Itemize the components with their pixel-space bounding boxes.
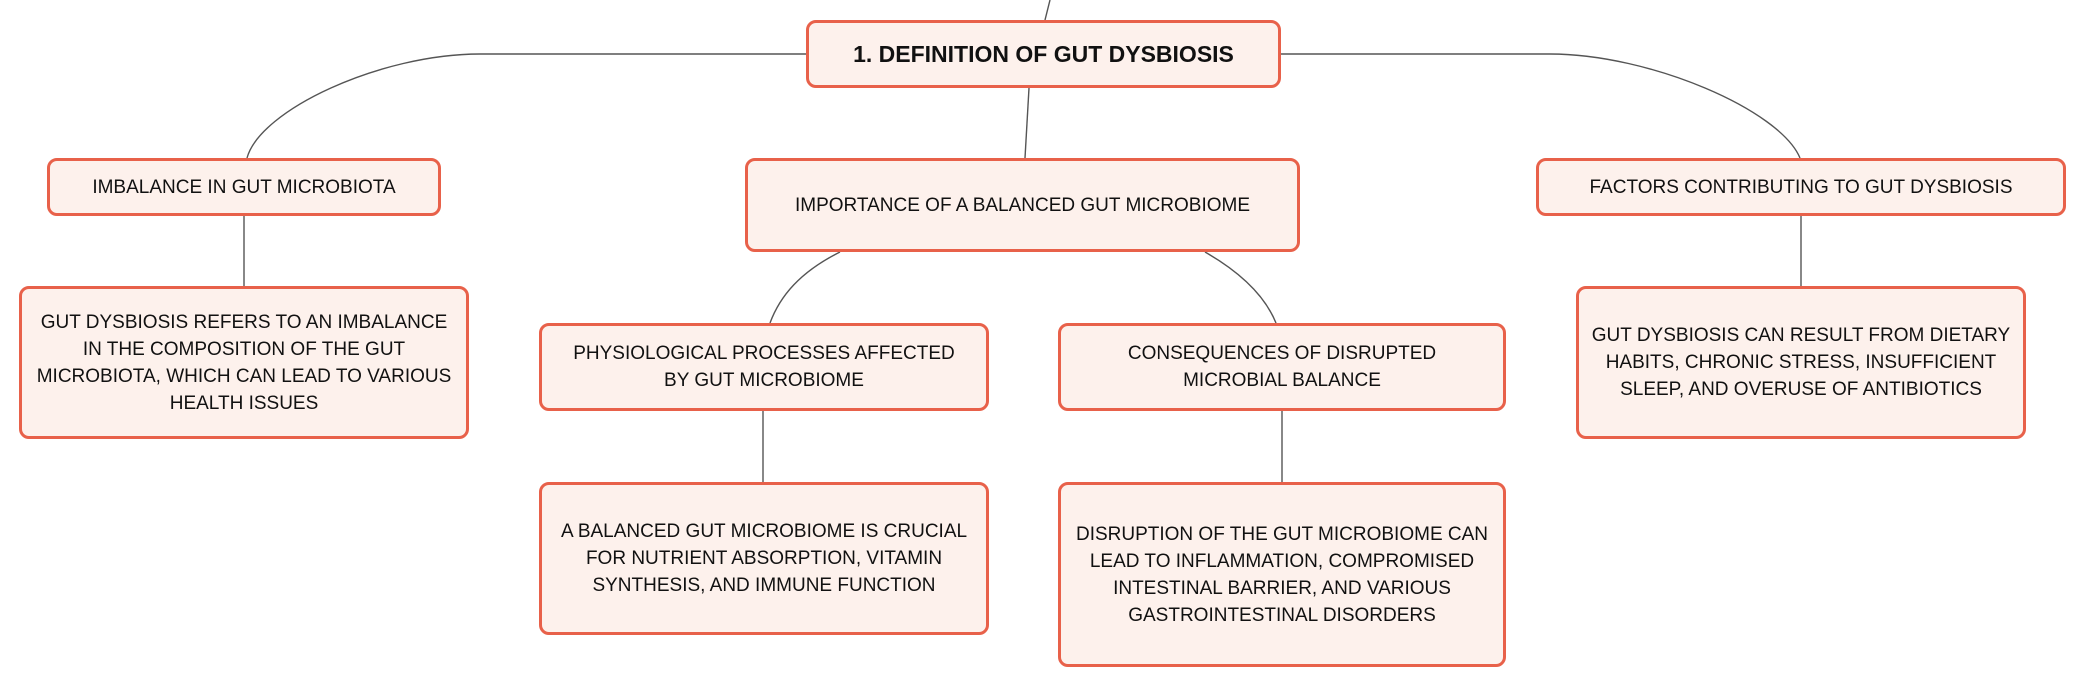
consequences-label: CONSEQUENCES OF DISRUPTED MICROBIAL BALA… [1127, 343, 1437, 391]
connector-center-to-physiological [769, 251, 841, 324]
physiological-label: PHYSIOLOGICAL PROCESSES AFFECTED BY GUT … [573, 343, 955, 391]
branch-right-detail-text: GUT DYSBIOSIS CAN RESULT FROM DIETARY HA… [1591, 325, 2011, 400]
connector-center-to-consequences [1204, 251, 1277, 324]
consequences-node[interactable]: CONSEQUENCES OF DISRUPTED MICROBIAL BALA… [1058, 323, 1506, 411]
connector-parent-to-root [1044, 0, 1051, 21]
connector-root-to-center [1024, 87, 1030, 159]
branch-center-node[interactable]: IMPORTANCE OF A BALANCED GUT MICROBIOME [745, 158, 1300, 252]
consequences-detail-text: DISRUPTION OF THE GUT MICROBIOME CAN LEA… [1075, 523, 1489, 626]
consequences-detail-node[interactable]: DISRUPTION OF THE GUT MICROBIOME CAN LEA… [1058, 482, 1506, 667]
physiological-detail-node[interactable]: A BALANCED GUT MICROBIOME IS CRUCIAL FOR… [539, 482, 989, 635]
connector-root-to-left [246, 53, 806, 159]
branch-left-detail-node[interactable]: GUT DYSBIOSIS REFERS TO AN IMBALANCE IN … [19, 286, 469, 439]
branch-right-detail-node[interactable]: GUT DYSBIOSIS CAN RESULT FROM DIETARY HA… [1576, 286, 2026, 439]
branch-left-node[interactable]: IMBALANCE IN GUT MICROBIOTA [47, 158, 441, 216]
root-node[interactable]: 1. DEFINITION OF GUT DYSBIOSIS [806, 20, 1281, 88]
branch-left-detail-text: GUT DYSBIOSIS REFERS TO AN IMBALANCE IN … [36, 311, 452, 414]
physiological-node[interactable]: PHYSIOLOGICAL PROCESSES AFFECTED BY GUT … [539, 323, 989, 411]
physiological-detail-text: A BALANCED GUT MICROBIOME IS CRUCIAL FOR… [560, 521, 968, 596]
connector-root-to-right [1281, 53, 1801, 159]
branch-right-node[interactable]: FACTORS CONTRIBUTING TO GUT DYSBIOSIS [1536, 158, 2066, 216]
branch-left-label: IMBALANCE IN GUT MICROBIOTA [92, 176, 396, 198]
branch-right-label: FACTORS CONTRIBUTING TO GUT DYSBIOSIS [1589, 176, 2013, 198]
root-node-label: 1. DEFINITION OF GUT DYSBIOSIS [853, 40, 1234, 67]
branch-center-label: IMPORTANCE OF A BALANCED GUT MICROBIOME [794, 194, 1251, 216]
